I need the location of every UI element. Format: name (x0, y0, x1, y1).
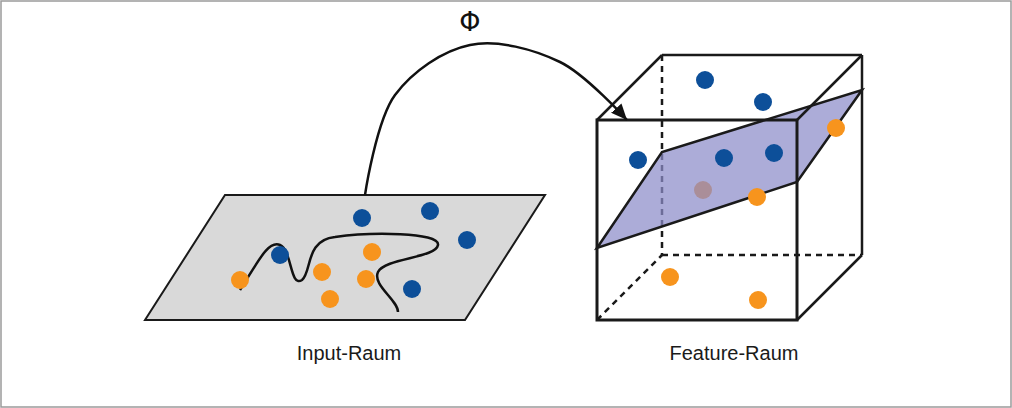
separating-hyperplane (597, 90, 862, 248)
mapping-symbol: Φ (456, 7, 483, 37)
mapping-arrow (365, 43, 627, 195)
space-region: Feature-Raum (597, 120, 871, 370)
nonlinear-boundary (240, 234, 438, 312)
input-plane (145, 195, 545, 320)
space-label: Input-Raum (140, 342, 558, 365)
cube-edges (597, 55, 862, 320)
space-label: Feature-Raum (597, 342, 871, 365)
feature-points (629, 71, 845, 206)
space-region: Input-Raum (140, 195, 558, 370)
cube-hidden-edges (597, 55, 862, 320)
input-points (231, 202, 476, 308)
